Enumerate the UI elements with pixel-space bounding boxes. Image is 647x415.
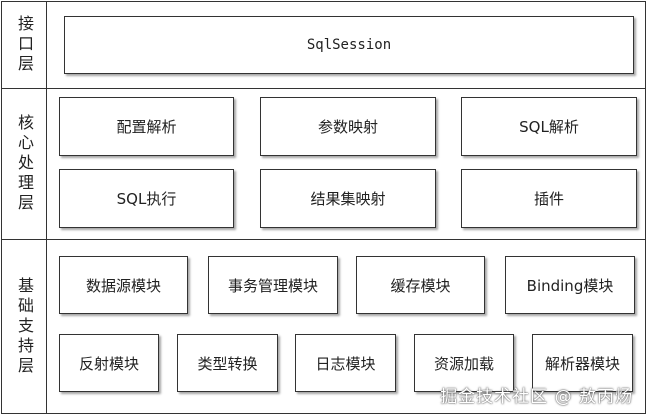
core-layer-label: 核心处理层 (2, 89, 47, 239)
module-sqlsession: SqlSession (64, 16, 634, 74)
module-type-conversion: 类型转换 (177, 334, 278, 392)
interface-layer: 接口层 SqlSession (2, 2, 645, 88)
module-sql-execution: SQL执行 (59, 169, 234, 228)
module-datasource: 数据源模块 (59, 256, 188, 314)
interface-layer-label-text: 接口层 (15, 15, 34, 75)
core-layer: 核心处理层 配置解析 参数映射 SQL解析 SQL执行 结果集映射 插件 (2, 88, 645, 239)
module-sql-parsing: SQL解析 (461, 97, 637, 156)
base-layer-label: 基础支持层 (2, 240, 47, 413)
module-parameter-mapping: 参数映射 (260, 97, 436, 156)
base-layer-label-text: 基础支持层 (15, 276, 34, 377)
module-parser: 解析器模块 (532, 334, 633, 392)
interface-layer-label: 接口层 (2, 2, 47, 88)
core-layer-label-text: 核心处理层 (15, 114, 34, 214)
module-plugin: 插件 (461, 169, 637, 228)
module-reflection: 反射模块 (59, 334, 159, 392)
watermark: 掘金技术社区 @ 敖丙炀 (440, 387, 633, 407)
base-layer: 基础支持层 数据源模块 事务管理模块 缓存模块 Binding模块 反射模块 类… (2, 239, 645, 413)
module-config-parsing: 配置解析 (59, 97, 234, 156)
module-resultset-mapping: 结果集映射 (260, 169, 436, 228)
module-cache: 缓存模块 (356, 256, 485, 314)
module-binding: Binding模块 (505, 256, 635, 314)
module-transaction: 事务管理模块 (208, 256, 338, 314)
module-resource-loading: 资源加载 (414, 334, 514, 392)
module-logging: 日志模块 (295, 334, 396, 392)
